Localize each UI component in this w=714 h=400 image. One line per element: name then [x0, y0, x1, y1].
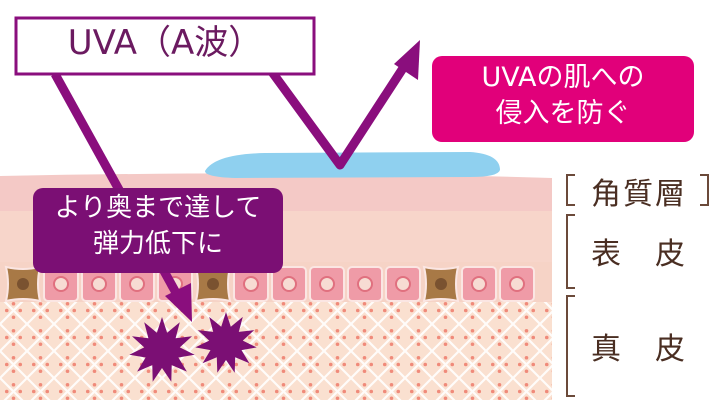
protect-callout-line2: 侵入を防ぐ: [495, 98, 631, 129]
epidermal-cell: [81, 266, 117, 302]
deep-callout-box: [33, 188, 283, 273]
epidermal-cell: [385, 266, 421, 302]
uva-label: UVA（A波）: [67, 23, 263, 63]
epidermal-cell: [461, 266, 497, 302]
dermis-label: 真 皮: [591, 332, 687, 367]
epidermal-cell: [347, 266, 383, 302]
deep-callout-line2: 弾力低下に: [92, 229, 223, 259]
melanocyte-cell: [422, 265, 460, 303]
stratum-corneum-label: 角質層: [591, 177, 687, 212]
epidermal-cell: [271, 266, 307, 302]
epidermis-label: 表 皮: [591, 237, 687, 272]
protect-callout-line1: UVAの肌への: [481, 62, 645, 93]
sunscreen-film: [205, 152, 500, 178]
epidermal-cell: [119, 266, 155, 302]
deep-callout-line1: より奥まで達して: [54, 193, 262, 223]
damage-burst-icon: [129, 317, 195, 382]
protect-callout-box: [432, 56, 694, 142]
dermis-layer: [0, 298, 552, 400]
epidermal-cell: [309, 266, 345, 302]
epidermal-cell: [499, 266, 535, 302]
epidermal-cell: [43, 266, 79, 302]
damage-burst-icon: [195, 312, 257, 373]
uva-label-box: [14, 16, 316, 76]
reflected-uva-arrow: [268, 40, 420, 170]
melanocyte-cell: [194, 265, 232, 303]
melanocyte-cell: [4, 265, 42, 303]
layer-brackets: [566, 174, 709, 397]
